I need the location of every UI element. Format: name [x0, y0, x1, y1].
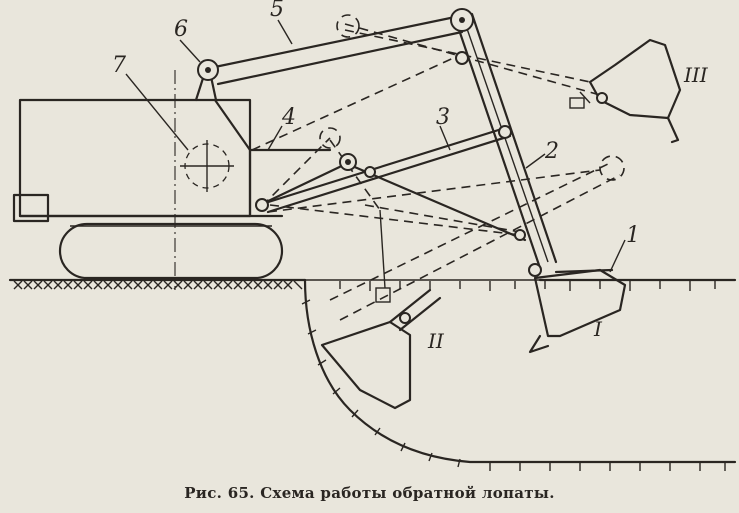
- machine-house: [12, 70, 332, 223]
- bucket-position-3: [569, 38, 682, 144]
- label-4: 4: [281, 105, 296, 130]
- ground-surface: [8, 278, 737, 291]
- leader-lines: [125, 19, 626, 273]
- label-position-2: II: [427, 329, 445, 353]
- crawler-track: [58, 222, 284, 280]
- label-6: 6: [174, 17, 188, 42]
- label-2: 2: [544, 139, 559, 164]
- label-position-3: III: [683, 63, 709, 87]
- label-1: 1: [626, 223, 640, 248]
- rotation-axis: [174, 70, 234, 290]
- label-7: 7: [112, 53, 126, 78]
- label-5: 5: [270, 0, 284, 22]
- bucket-position-2: [320, 209, 442, 410]
- label-position-1: I: [593, 317, 603, 341]
- strut: [260, 126, 527, 242]
- bucket-position-1: [528, 268, 627, 354]
- trench-profile: [301, 278, 737, 471]
- label-3: 3: [436, 105, 450, 130]
- hoist-rope: [208, 14, 464, 86]
- hinge-pins: [197, 8, 608, 324]
- figure-caption: Рис. 65. Схема работы обратной лопаты.: [184, 484, 555, 502]
